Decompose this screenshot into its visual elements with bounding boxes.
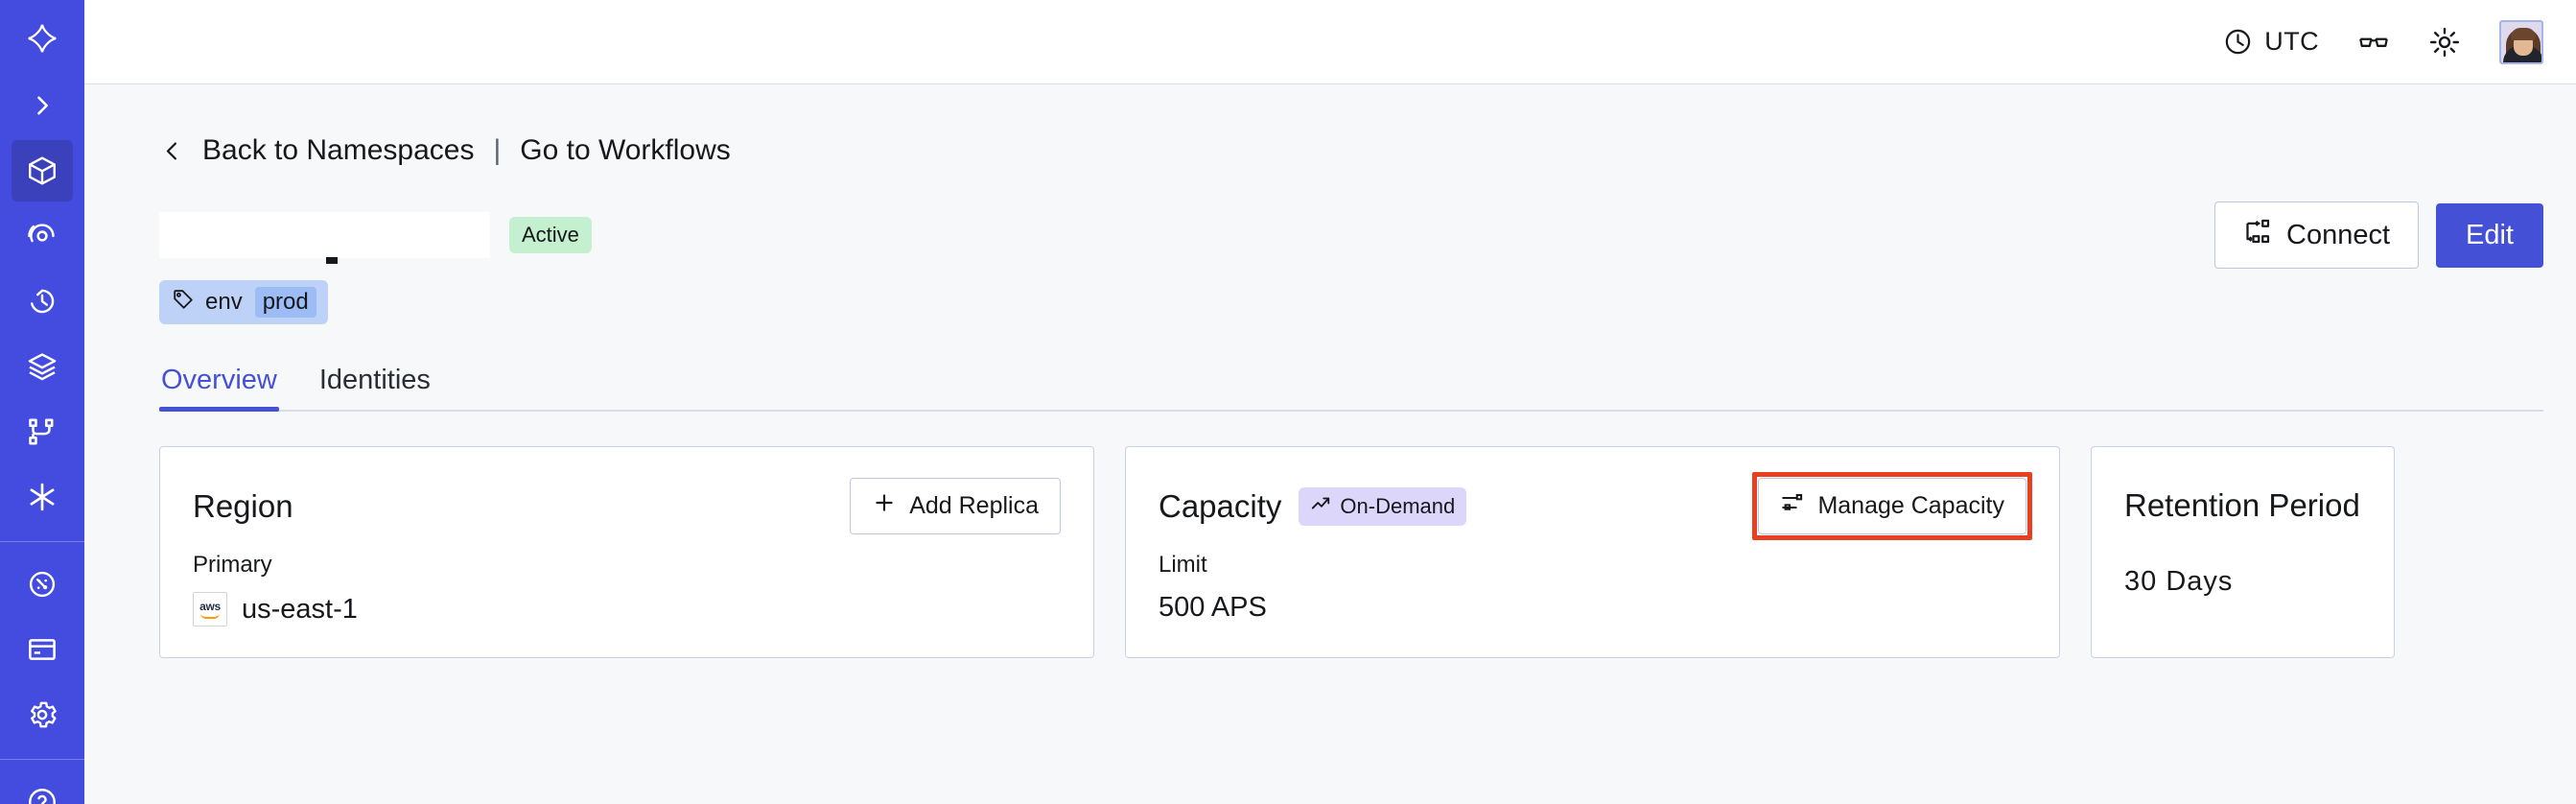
capacity-card-title-group: Capacity On-Demand	[1159, 486, 1467, 526]
sidebar-secondary-group	[12, 554, 73, 749]
namespace-tags: env prod	[159, 280, 2543, 324]
on-demand-badge-label: On-Demand	[1340, 493, 1456, 518]
primary-sidebar	[0, 0, 84, 804]
connect-nodes-icon	[2243, 217, 2272, 253]
connect-button-label: Connect	[2286, 219, 2391, 250]
sidebar-item-namespaces[interactable]	[12, 140, 73, 201]
capacity-limit-value-row: 500 APS	[1159, 592, 2026, 624]
go-to-workflows-link[interactable]: Go to Workflows	[520, 134, 731, 166]
region-value: us-east-1	[242, 593, 358, 625]
tag-key: env	[205, 289, 243, 315]
back-to-namespaces-link[interactable]: Back to Namespaces	[202, 134, 475, 166]
sidebar-item-observe[interactable]	[12, 205, 73, 267]
sidebar-item-workflows[interactable]	[12, 401, 73, 462]
top-header: UTC	[84, 0, 2576, 84]
manage-capacity-label: Manage Capacity	[1817, 492, 2004, 519]
region-card: Region Add Replica Primary	[159, 446, 1094, 658]
sidebar-item-help[interactable]	[12, 771, 73, 804]
tab-identities[interactable]: Identities	[318, 365, 431, 395]
tag-value: prod	[254, 287, 316, 318]
tab-overview[interactable]: Overview	[159, 365, 279, 412]
glasses-icon[interactable]	[2357, 26, 2390, 59]
retention-card-header: Retention Period	[2124, 478, 2361, 533]
timezone-selector[interactable]: UTC	[2223, 27, 2319, 57]
edit-button[interactable]: Edit	[2436, 202, 2543, 268]
status-badge: Active	[509, 217, 592, 253]
user-avatar[interactable]	[2499, 19, 2543, 64]
aws-logo-icon: aws	[193, 592, 227, 627]
page-content: Back to Namespaces | Go to Workflows Act…	[84, 84, 2576, 804]
page-title	[159, 212, 490, 264]
breadcrumb: Back to Namespaces | Go to Workflows	[159, 134, 2543, 167]
namespace-actions: Connect Edit	[2214, 201, 2543, 269]
on-demand-badge: On-Demand	[1299, 486, 1467, 526]
sidebar-expand-toggle[interactable]	[12, 75, 73, 136]
tab-bar: Overview Identities	[159, 365, 2543, 412]
sliders-icon	[1780, 490, 1805, 522]
add-replica-label: Add Replica	[909, 492, 1039, 519]
region-primary-label: Primary	[193, 552, 272, 578]
sidebar-divider-top	[0, 541, 84, 542]
capacity-card-title: Capacity	[1159, 487, 1282, 524]
manage-capacity-button[interactable]: Manage Capacity	[1758, 478, 2026, 534]
retention-value: 30 Days	[2124, 566, 2234, 597]
connect-button[interactable]: Connect	[2214, 201, 2420, 269]
region-card-title: Region	[193, 487, 293, 524]
clock-icon	[2223, 27, 2253, 57]
sidebar-divider-bottom	[0, 759, 84, 760]
tag-icon	[172, 288, 195, 318]
main-column: UTC	[84, 0, 2576, 804]
capacity-card-header: Capacity On-Demand	[1159, 478, 2026, 534]
temporal-logo[interactable]	[12, 8, 73, 69]
retention-card: Retention Period 30 Days	[2091, 446, 2395, 658]
header-actions: UTC	[2223, 19, 2543, 64]
sidebar-item-integrations[interactable]	[12, 466, 73, 528]
plus-icon	[872, 490, 897, 522]
region-primary-value-row: aws us-east-1	[193, 592, 1061, 627]
tag-chip-env[interactable]: env prod	[159, 280, 328, 324]
region-card-header: Region Add Replica	[193, 478, 1061, 534]
namespace-title-row: Active	[159, 201, 2543, 269]
sidebar-item-settings[interactable]	[12, 684, 73, 745]
trend-up-icon	[1310, 493, 1331, 520]
overview-cards: Region Add Replica Primary	[159, 446, 2543, 658]
sun-icon[interactable]	[2428, 26, 2461, 59]
capacity-limit-label: Limit	[1159, 552, 1207, 578]
add-replica-button[interactable]: Add Replica	[850, 478, 1061, 534]
namespace-title-group: Active	[159, 212, 592, 264]
retention-card-title: Retention Period	[2124, 487, 2360, 523]
capacity-card: Capacity On-Demand	[1125, 446, 2060, 658]
sidebar-item-history[interactable]	[12, 271, 73, 332]
sidebar-item-usage[interactable]	[12, 554, 73, 615]
sidebar-main-group	[12, 140, 73, 532]
sidebar-item-batch[interactable]	[12, 336, 73, 397]
region-card-title-group: Region	[193, 488, 293, 525]
capacity-value: 500 APS	[1159, 592, 1267, 623]
timezone-label: UTC	[2264, 27, 2319, 56]
sidebar-item-billing[interactable]	[12, 619, 73, 680]
breadcrumb-separator: |	[493, 134, 502, 166]
edit-button-label: Edit	[2466, 219, 2514, 250]
chevron-left-icon[interactable]	[159, 138, 185, 164]
